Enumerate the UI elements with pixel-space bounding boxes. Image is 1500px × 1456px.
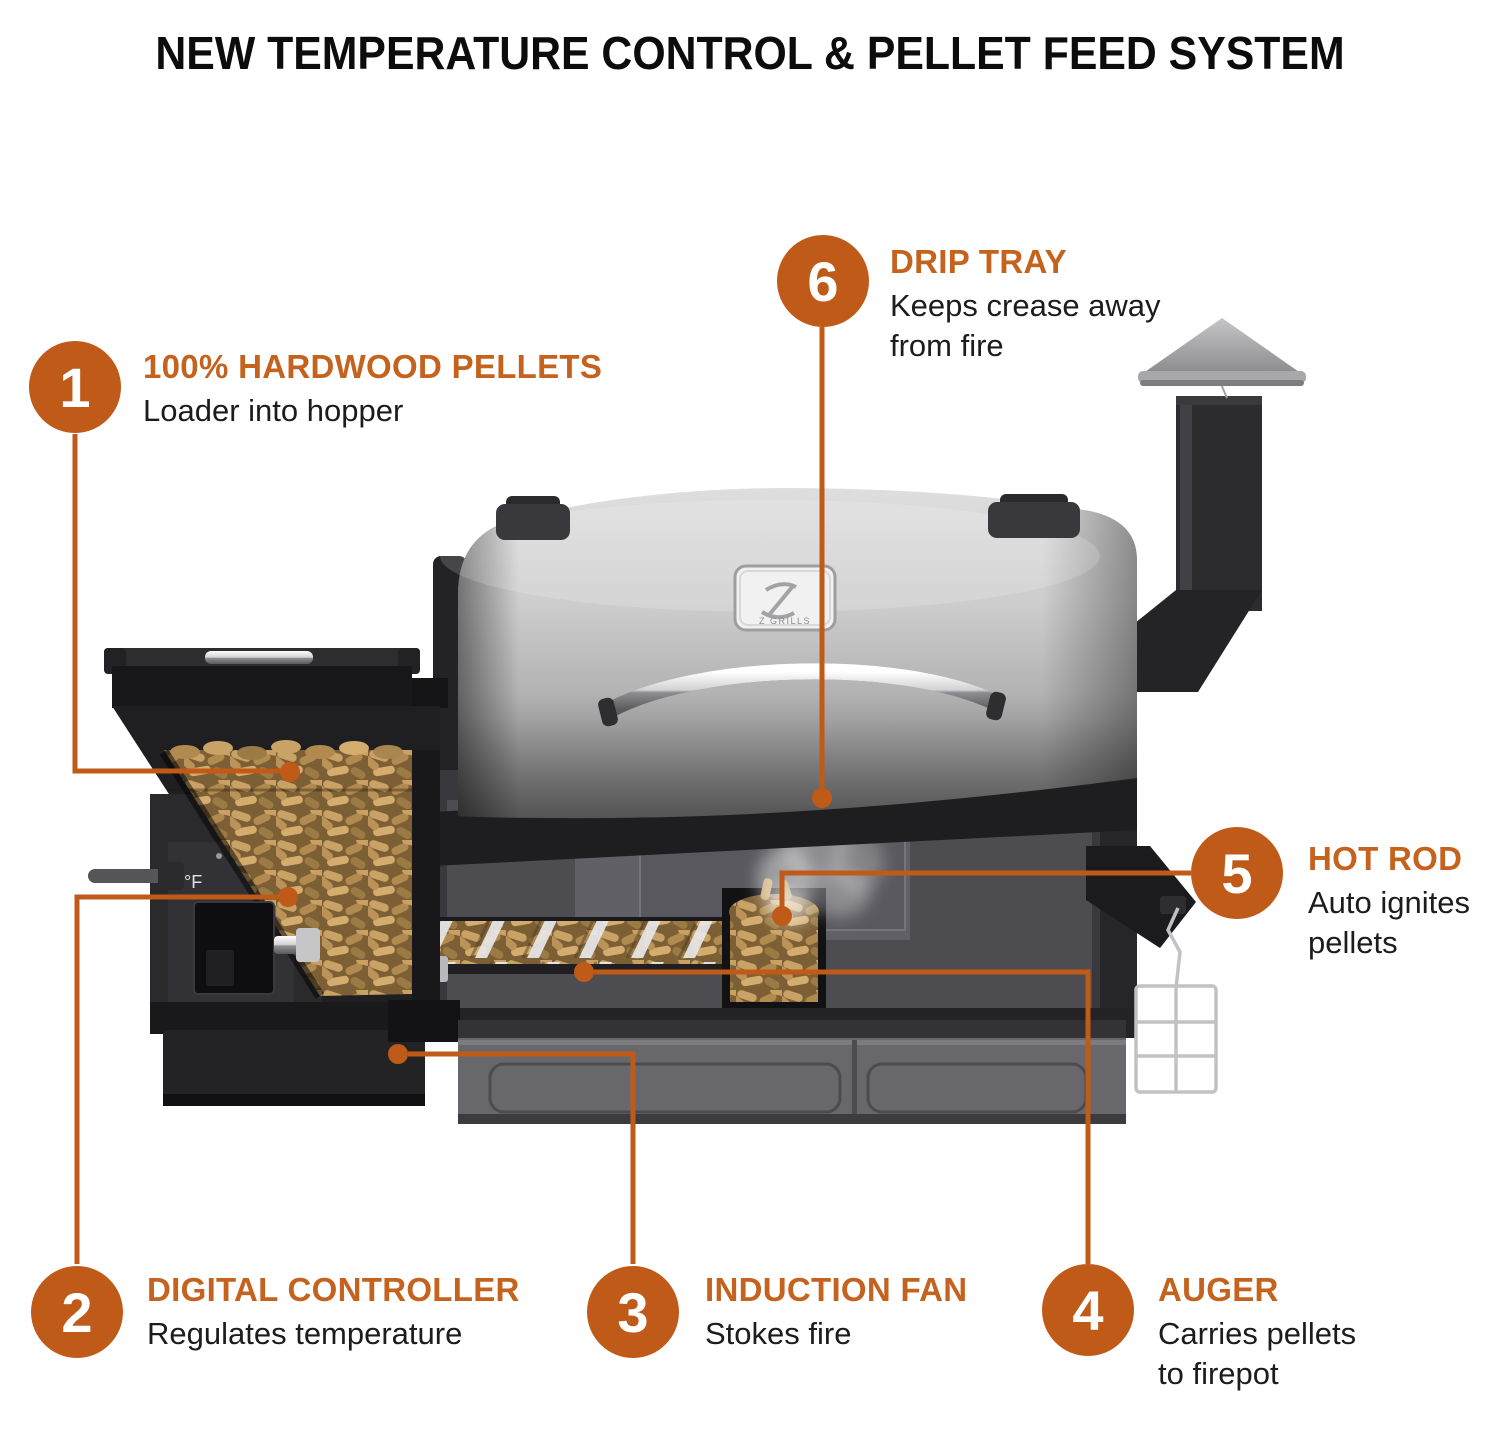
callout-2: DIGITAL CONTROLLER Regulates temperature: [147, 1271, 577, 1354]
callout-heading: INDUCTION FAN: [705, 1271, 968, 1308]
callout-heading: HOT ROD: [1308, 840, 1463, 877]
callout-1: 100% HARDWOOD PELLETS Loader into hopper: [143, 348, 673, 431]
hopper-lid-handle: [205, 651, 313, 664]
chimney: [1104, 383, 1262, 692]
callout-number: 1: [59, 355, 91, 419]
callout-number: 2: [61, 1280, 93, 1344]
z-grills-logo-icon: [760, 582, 797, 620]
callout-number-badge-6: 6: [777, 235, 869, 327]
callout-body: Stokes fire: [705, 1316, 852, 1351]
badge-brand-text: Z GRILLS: [759, 616, 811, 626]
cabinet: [458, 1020, 1126, 1124]
callout-number-badge-4: 4: [1042, 1264, 1134, 1356]
callout-number: 4: [1072, 1278, 1104, 1342]
lid-badge: Z GRILLS: [733, 564, 837, 632]
lid-hinge-right: [988, 494, 1080, 538]
page-title: NEW TEMPERATURE CONTROL & PELLET FEED SY…: [155, 27, 1345, 79]
callout-body: Auto ignites pellets: [1308, 885, 1470, 961]
chimney-cap: [1138, 318, 1306, 386]
callout-3: INDUCTION FAN Stokes fire: [705, 1271, 1035, 1354]
callout-number: 5: [1221, 841, 1253, 905]
lid-handle: [598, 663, 1006, 727]
callout-heading: DIGITAL CONTROLLER: [147, 1271, 520, 1308]
induction-fan-housing: [388, 1000, 460, 1042]
callout-heading: AUGER: [1158, 1271, 1279, 1308]
grill-lid: Z GRILLS: [440, 488, 1137, 819]
callout-heading: 100% HARDWOOD PELLETS: [143, 348, 603, 385]
callout-6: DRIP TRAY Keeps crease away from fire: [890, 243, 1190, 367]
grease-basket: [1134, 907, 1218, 1094]
callout-number: 6: [807, 249, 839, 313]
callout-body: Keeps crease away from fire: [890, 288, 1161, 364]
callout-body: Carries pellets to firepot: [1158, 1316, 1357, 1392]
callout-4: AUGER Carries pellets to firepot: [1158, 1271, 1383, 1395]
callout-body: Loader into hopper: [143, 393, 404, 428]
temperature-unit-label: °F: [184, 872, 202, 892]
callout-5: HOT ROD Auto ignites pellets: [1308, 840, 1498, 964]
callout-number: 3: [617, 1280, 649, 1344]
callout-number-badge-3: 3: [587, 1266, 679, 1358]
callout-number-badge-5: 5: [1191, 827, 1283, 919]
lid-hinge-left: [496, 496, 570, 540]
callout-heading: DRIP TRAY: [890, 243, 1067, 280]
callout-number-badge-1: 1: [29, 341, 121, 433]
temperature-probe-handle: [88, 862, 184, 890]
callout-body: Regulates temperature: [147, 1316, 463, 1351]
pellet-hopper: °F: [88, 648, 460, 1106]
callout-number-badge-2: 2: [31, 1266, 123, 1358]
